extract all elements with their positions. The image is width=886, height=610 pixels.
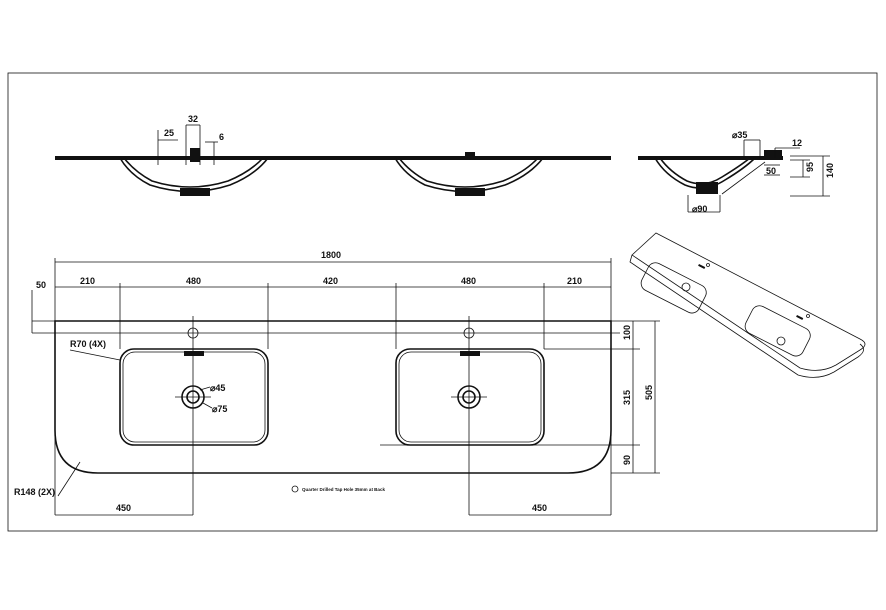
front-dim-32: 32 — [188, 114, 198, 124]
side-dim-95: 95 — [805, 162, 815, 172]
dim-bottom-right: 450 — [532, 503, 547, 513]
tap-hole-note: Quarter Drilled Tap Hole 35mm at Back — [302, 487, 385, 492]
dim-right-middle: 315 — [622, 390, 632, 405]
note-icon — [291, 485, 299, 493]
dim-seg3: 420 — [323, 276, 338, 286]
dim-seg2: 480 — [186, 276, 201, 286]
side-slab — [638, 156, 783, 160]
front-right-drain — [455, 188, 485, 196]
dim-seg5: 210 — [567, 276, 582, 286]
front-left-tap — [190, 148, 200, 162]
dim-seg1: 210 — [80, 276, 95, 286]
dim-right-bottom: 90 — [622, 455, 632, 465]
iso-right-basin — [744, 305, 811, 357]
side-section: ⌀35 12 50 95 140 ⌀90 — [638, 130, 835, 214]
front-right-tap — [465, 152, 475, 158]
front-dim-6: 6 — [219, 132, 224, 142]
plan-left-basin — [119, 348, 269, 446]
side-dim-90: ⌀90 — [692, 204, 707, 214]
side-dim-35: ⌀35 — [732, 130, 747, 140]
side-drain — [696, 182, 718, 194]
dim-overall-width: 1800 — [321, 250, 341, 260]
plan-outline — [54, 320, 612, 474]
side-dim-12: 12 — [792, 138, 802, 148]
dim-seg4: 480 — [461, 276, 476, 286]
isometric-view — [629, 232, 866, 378]
side-dim-140: 140 — [825, 163, 835, 178]
iso-top-surface — [631, 232, 866, 371]
front-left-drain — [180, 188, 210, 196]
dim-bottom-left: 450 — [116, 503, 131, 513]
side-back-upstand — [764, 150, 782, 160]
label-hole-75: ⌀75 — [212, 404, 227, 414]
side-dim-50: 50 — [766, 166, 776, 176]
dim-right-total: 505 — [644, 385, 654, 400]
label-radius-inner: R70 (4X) — [70, 339, 106, 349]
drawing-frame — [7, 72, 878, 532]
plan-view: 1800 210 480 420 480 210 50 100 315 90 5… — [14, 250, 660, 516]
dim-left-offset: 50 — [36, 280, 46, 290]
front-dim-25: 25 — [164, 128, 174, 138]
front-slab — [55, 156, 611, 160]
iso-left-basin — [640, 262, 707, 314]
dim-right-top: 100 — [622, 325, 632, 340]
label-radius-outer: R148 (2X) — [14, 487, 55, 497]
front-elevation: 32 25 6 — [55, 114, 611, 196]
label-hole-45: ⌀45 — [210, 383, 225, 393]
